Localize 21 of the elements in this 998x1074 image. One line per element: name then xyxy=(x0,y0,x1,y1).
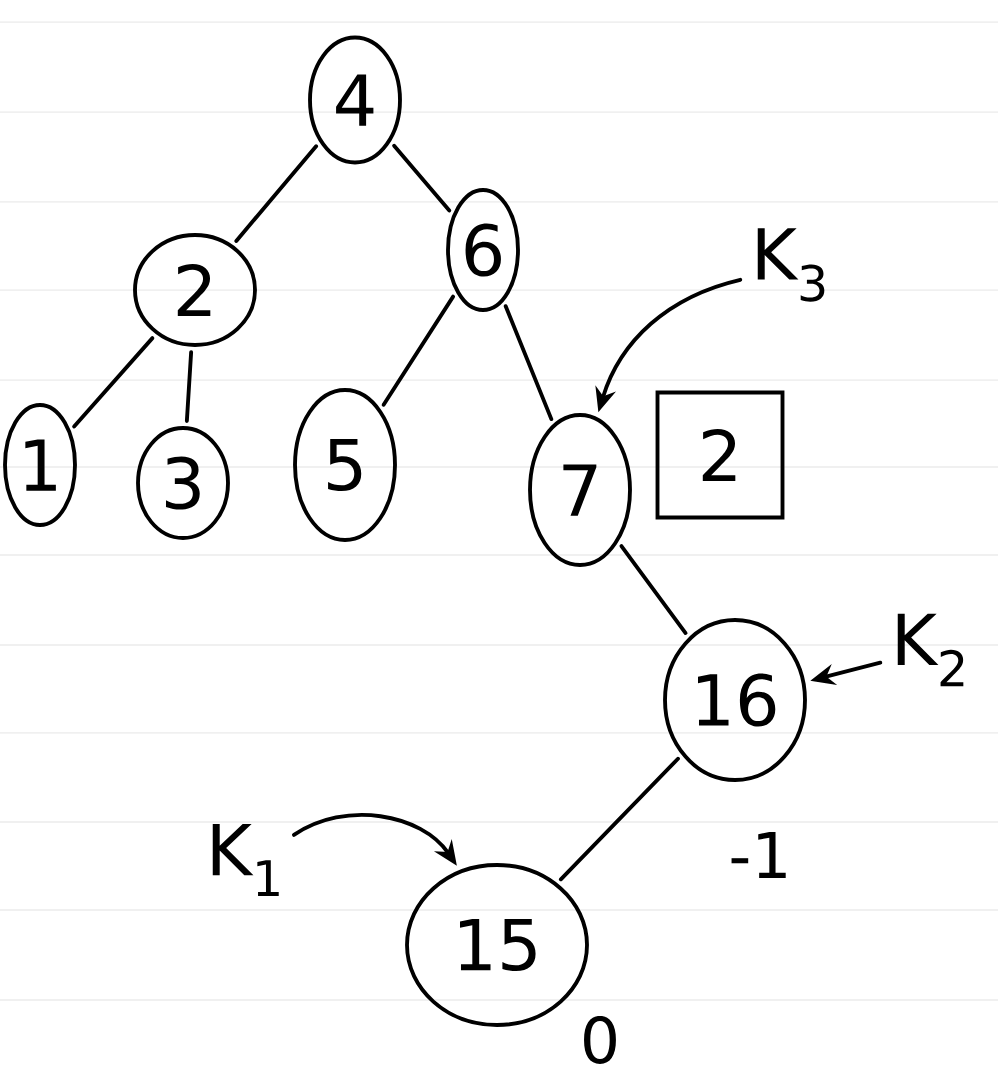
tree-edge xyxy=(381,294,456,407)
tree-edge xyxy=(72,336,155,429)
balance-factor: -1 xyxy=(731,831,786,879)
tree-node: 6 xyxy=(446,188,520,312)
tree-edge xyxy=(619,544,688,635)
pointer-label: K$_{3}$ xyxy=(757,228,825,302)
balance-box: 2 xyxy=(655,390,785,520)
tree-node: 5 xyxy=(293,388,397,542)
pointer-label: K$_{1}$ xyxy=(212,824,279,897)
tree-node: 2 xyxy=(133,233,257,347)
tree-edge xyxy=(184,350,194,423)
tree-node: 3 xyxy=(136,426,230,540)
tree-node: 7 xyxy=(528,413,632,567)
tree-edge xyxy=(234,144,319,243)
tree-node: 1 xyxy=(3,403,77,527)
pointer-label: K$_{2}$ xyxy=(897,613,964,687)
tree-edge xyxy=(503,304,554,422)
tree-node: 16 xyxy=(663,618,807,782)
tree-edge xyxy=(392,143,452,213)
tree-node: 4 xyxy=(308,35,402,165)
tree-edge xyxy=(558,756,680,882)
